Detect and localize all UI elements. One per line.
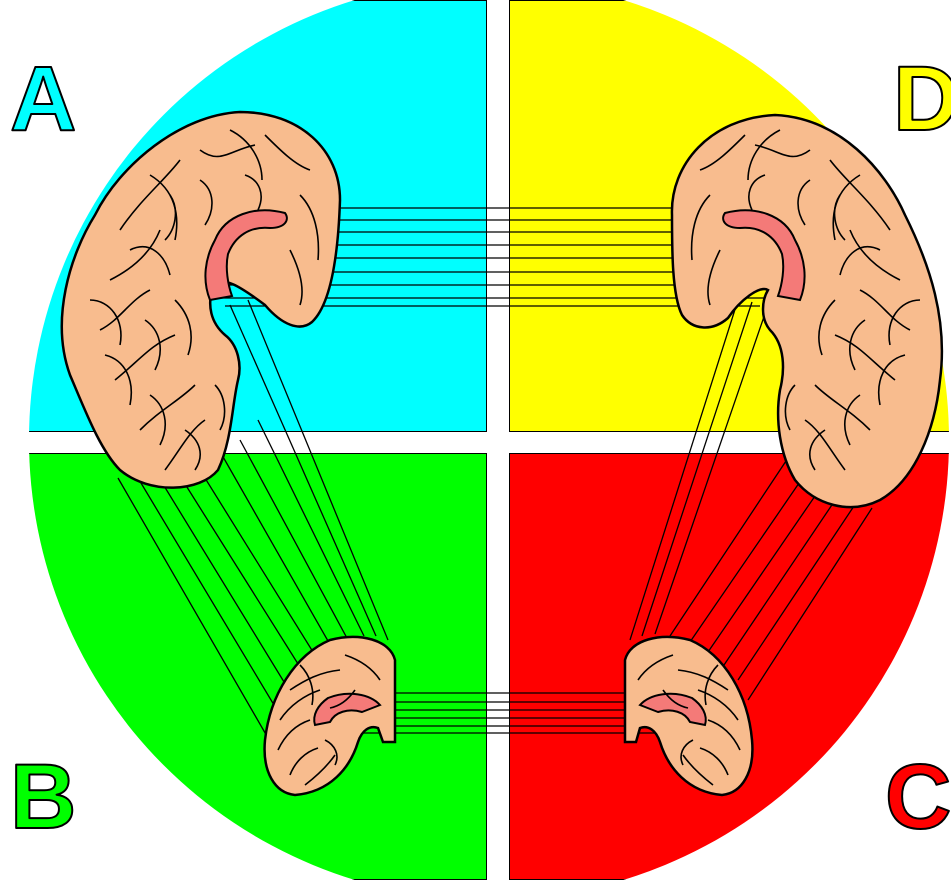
- quadrant-label-d: D: [893, 48, 951, 150]
- quadrant-label-a: A: [10, 48, 76, 150]
- quadrant-label-c: C: [885, 746, 951, 848]
- quadrant-label-b: B: [10, 746, 76, 848]
